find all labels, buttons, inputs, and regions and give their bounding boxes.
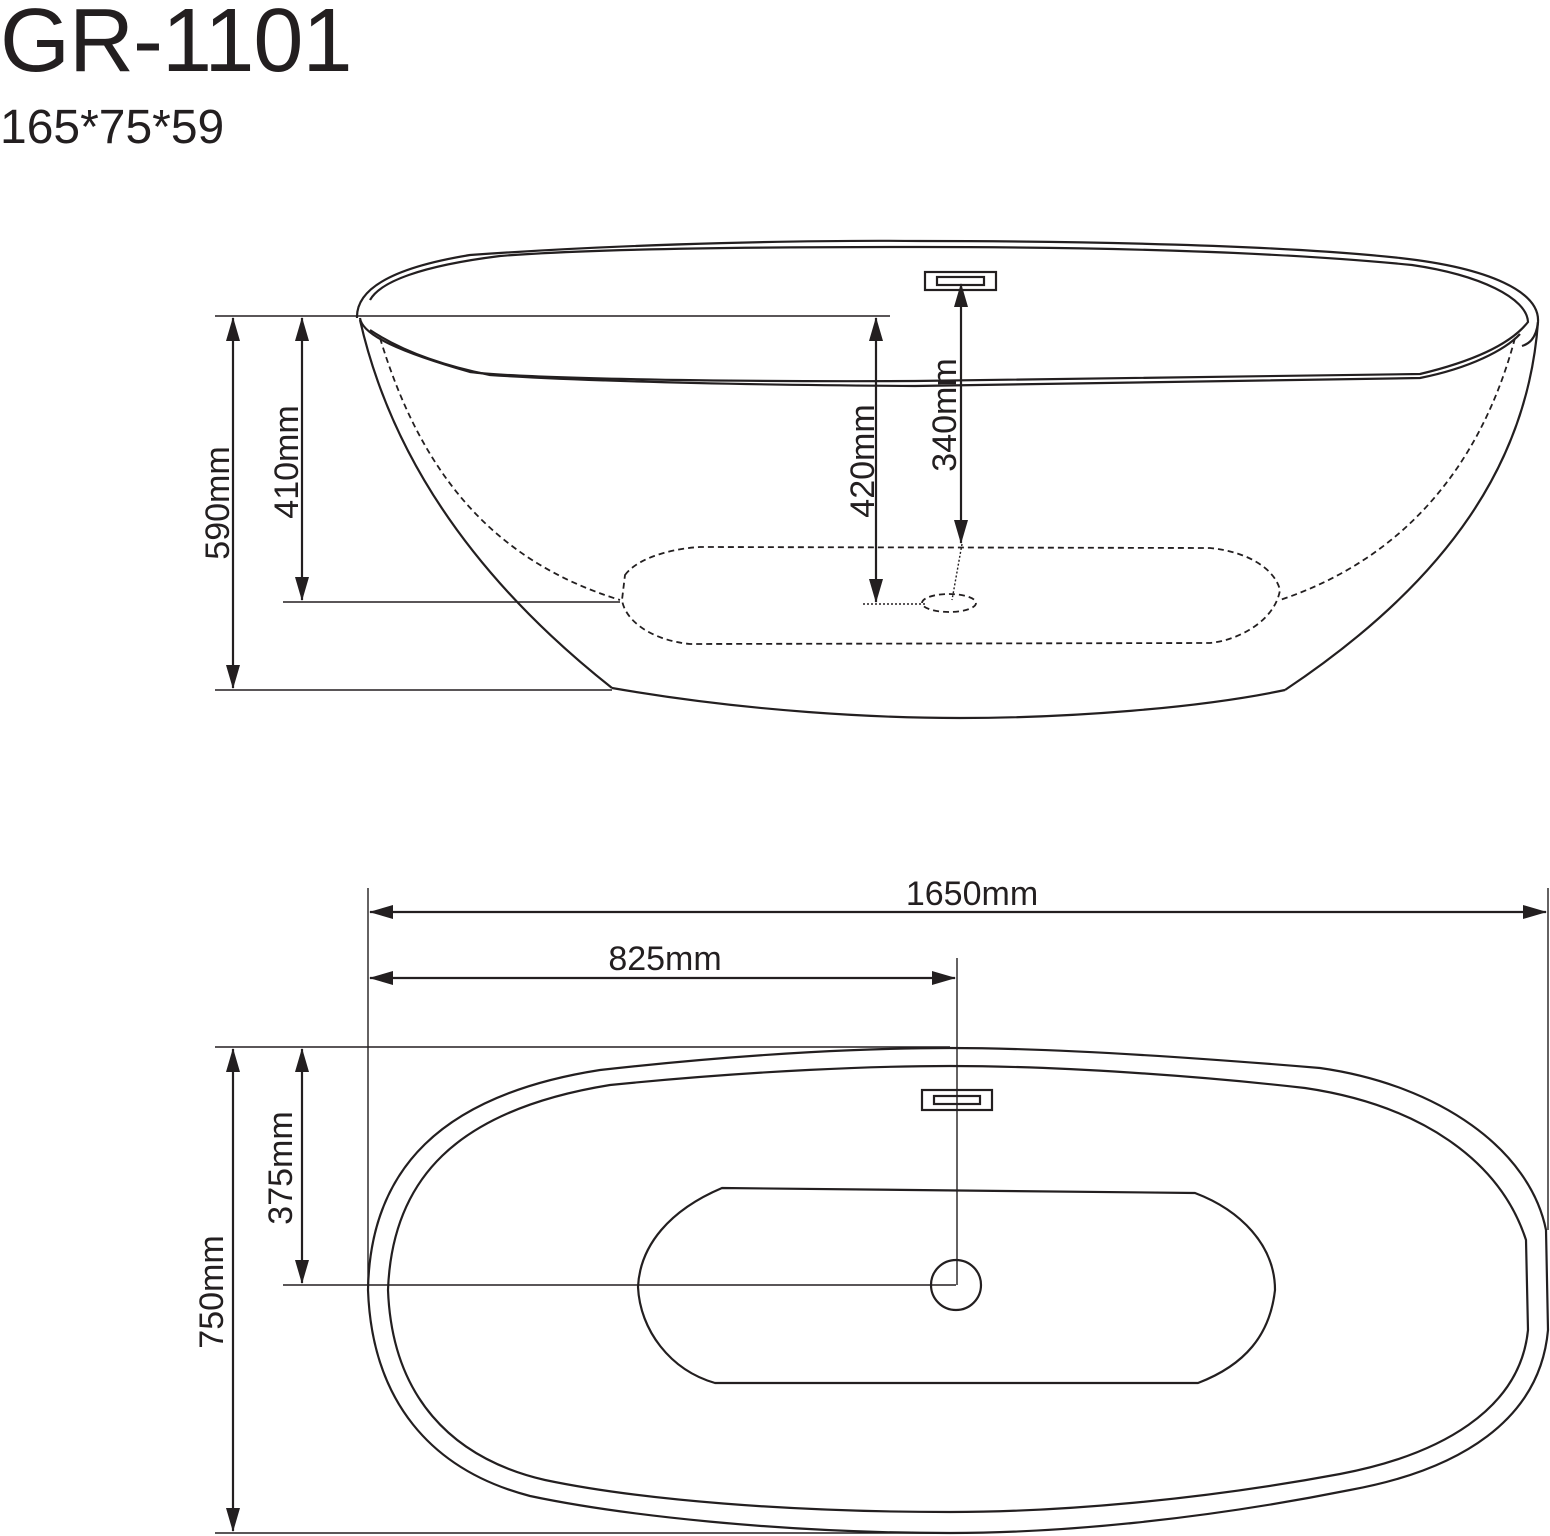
label-inner-depth: 410mm (268, 405, 306, 518)
label-overflow-to-drain: 340mm (926, 358, 964, 471)
model-title: GR-1101 (0, 0, 353, 91)
side-body-left-wall (358, 319, 613, 689)
side-drain (921, 593, 977, 613)
top-floor (636, 1186, 1277, 1385)
side-rim-lip (369, 329, 1521, 388)
model-size: 165*75*59 (0, 101, 225, 154)
side-inner-floor (621, 546, 1281, 645)
side-body-right-wall (1284, 321, 1540, 691)
side-view: 590mm 410mm 420mm 340mm (199, 239, 1540, 720)
label-drain-offset-x: 825mm (608, 940, 721, 978)
side-rim-outer (355, 239, 1540, 348)
side-drain-lead (951, 543, 963, 601)
label-width: 750mm (193, 1235, 231, 1348)
label-total-height: 590mm (199, 446, 237, 559)
top-view: 1650mm 825mm 750mm 375mm (193, 875, 1550, 1535)
side-inner-right-wall (1279, 337, 1516, 601)
label-drain-depth: 420mm (844, 404, 882, 517)
side-overflow-inner (935, 275, 986, 287)
side-rim-inner (358, 245, 1530, 383)
top-rim-inner (386, 1064, 1530, 1514)
label-length: 1650mm (906, 875, 1038, 913)
side-inner-left-wall (379, 337, 621, 601)
label-drain-offset-y: 375mm (262, 1111, 300, 1224)
side-body-base (611, 686, 1286, 720)
top-rim-outer (366, 1046, 1550, 1535)
